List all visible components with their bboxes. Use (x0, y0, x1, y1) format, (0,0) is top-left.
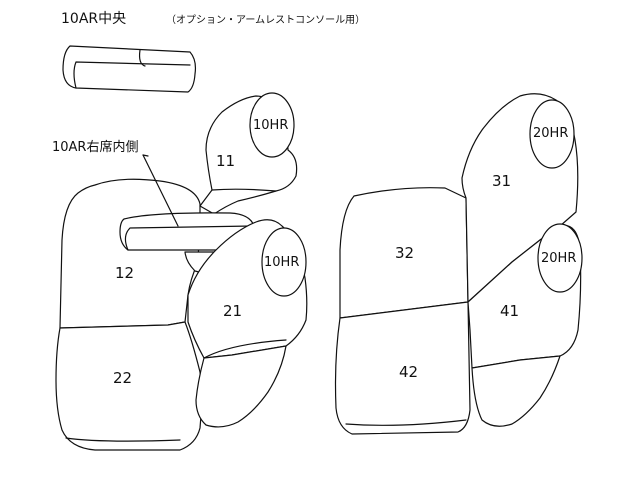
center-armrest-console-part (62, 45, 197, 93)
left-backrest-panel-12 (59, 178, 201, 329)
diagram-subtitle: （オプション・アームレストコンソール用） (166, 14, 365, 26)
label-11: 11 (216, 152, 235, 170)
label-12: 12 (115, 264, 134, 282)
label-10hr-lower: 10HR (264, 255, 299, 270)
left-headrest-tag-upper (249, 92, 295, 158)
left-headrest-tag-lower (261, 227, 307, 297)
callout-leader-line (142, 154, 179, 227)
label-20hr-lower: 20HR (541, 251, 576, 266)
right-headrest-tag-upper (529, 99, 575, 169)
callout-label-10ar-inner: 10AR右席内側 (52, 139, 138, 155)
right-side-lower-part (471, 355, 561, 427)
label-42: 42 (399, 363, 418, 381)
label-32: 32 (395, 244, 414, 262)
label-10hr-upper: 10HR (253, 118, 288, 133)
label-41: 41 (500, 302, 519, 320)
label-20hr-upper: 20HR (533, 126, 568, 141)
label-21: 21 (223, 302, 242, 320)
label-22: 22 (113, 369, 132, 387)
label-31: 31 (492, 172, 511, 190)
left-cushion-panel-22 (55, 321, 203, 451)
right-cushion-panel-42 (334, 301, 471, 435)
diagram-title: 10AR中央 (61, 11, 126, 27)
left-side-lower-part (195, 345, 287, 428)
right-headrest-tag-lower (537, 223, 583, 293)
